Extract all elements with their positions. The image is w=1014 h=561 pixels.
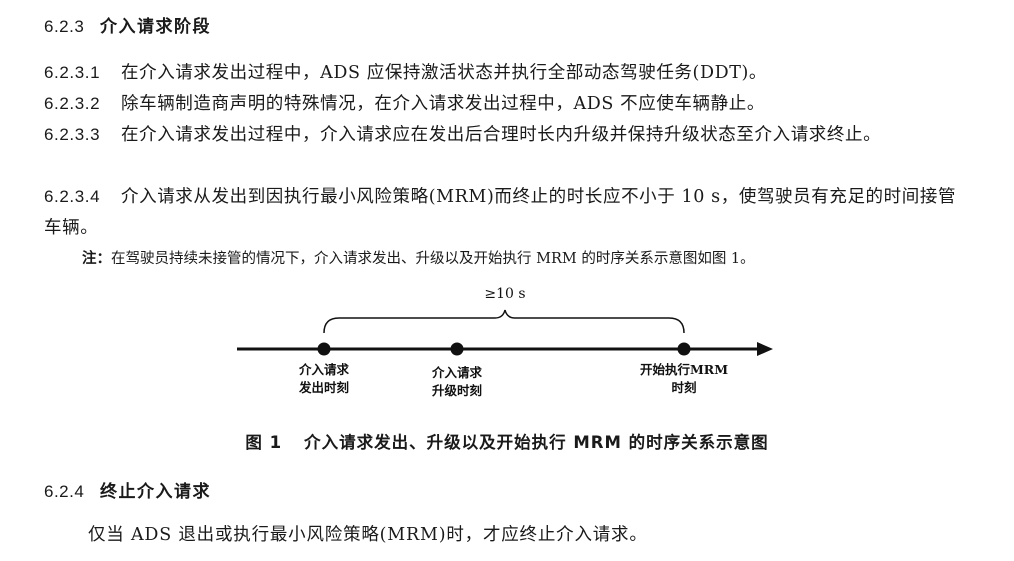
- clause-number: 6.2.3.3: [44, 125, 101, 144]
- section-number: 6.2.4: [44, 482, 85, 501]
- section-number: 6.2.3: [44, 17, 85, 36]
- clause-text: 介入请求从发出到因执行最小风险策略(MRM)而终止的时长应不小于 10 s，使驾…: [44, 187, 957, 238]
- duration-label: ≥10 s: [484, 286, 525, 302]
- clause-6-2-3-1: 6.2.3.1 在介入请求发出过程中，ADS 应保持激活状态并执行全部动态驾驶任务…: [44, 57, 974, 89]
- issue-point-label-line1: 介入请求: [298, 362, 350, 377]
- mrm-start-label-line2: 时刻: [671, 380, 696, 395]
- clause-text: 在介入请求发出过程中，ADS 应保持激活状态并执行全部动态驾驶任务(DDT)。: [121, 63, 768, 83]
- clause-text: 除车辆制造商声明的特殊情况，在介入请求发出过程中，ADS 不应使车辆静止。: [121, 94, 765, 114]
- mrm-start-label-line1: 开始执行MRM: [640, 362, 728, 377]
- section-title: 介入请求阶段: [100, 17, 211, 37]
- clause-6-2-3-3: 6.2.3.3 在介入请求发出过程中，介入请求应在发出后合理时长内升级并保持升级状…: [44, 119, 974, 151]
- issue-point-label-line2: 发出时刻: [298, 380, 349, 395]
- figure-caption-text: 介入请求发出、升级以及开始执行 MRM 的时序关系示意图: [304, 433, 769, 452]
- mrm-start-point-marker: [677, 342, 691, 356]
- section-title: 终止介入请求: [100, 482, 211, 502]
- clause-number: 6.2.3.2: [44, 94, 101, 113]
- duration-brace: [323, 309, 685, 334]
- body-paragraph: 仅当 ADS 退出或执行最小风险策略(MRM)时，才应终止介入请求。: [88, 525, 648, 545]
- figure-number: 图 1: [245, 433, 283, 452]
- section-heading-6-2-3: 6.2.3 介入请求阶段: [44, 12, 211, 37]
- clause-number: 6.2.3.4: [44, 187, 101, 206]
- clause-text: 在介入请求发出过程中，介入请求应在发出后合理时长内升级并保持升级状态至介入请求终…: [121, 125, 882, 145]
- note: 注：在驾驶员持续未接管的情况下，介入请求发出、升级以及开始执行 MRM 的时序关…: [82, 249, 755, 269]
- time-axis-arrow: [757, 342, 773, 356]
- timeline-diagram: ≥10 s 介入请求 发出时刻 介入请求 升级时刻 开始执行MRM 时刻: [237, 286, 773, 398]
- escalation-point-marker: [450, 342, 464, 356]
- note-label: 注：: [82, 251, 111, 267]
- clause-number: 6.2.3.1: [44, 63, 101, 82]
- escalation-point-label-line1: 介入请求: [431, 365, 483, 380]
- figure-caption: 图 1 介入请求发出、升级以及开始执行 MRM 的时序关系示意图: [0, 429, 1014, 453]
- note-text: 在驾驶员持续未接管的情况下，介入请求发出、升级以及开始执行 MRM 的时序关系示…: [111, 251, 755, 267]
- escalation-point-label-line2: 升级时刻: [432, 383, 482, 398]
- section-heading-6-2-4: 6.2.4 终止介入请求: [44, 477, 211, 502]
- issue-point-marker: [317, 342, 331, 356]
- clause-6-2-3-2: 6.2.3.2 除车辆制造商声明的特殊情况，在介入请求发出过程中，ADS 不应使车…: [44, 88, 974, 120]
